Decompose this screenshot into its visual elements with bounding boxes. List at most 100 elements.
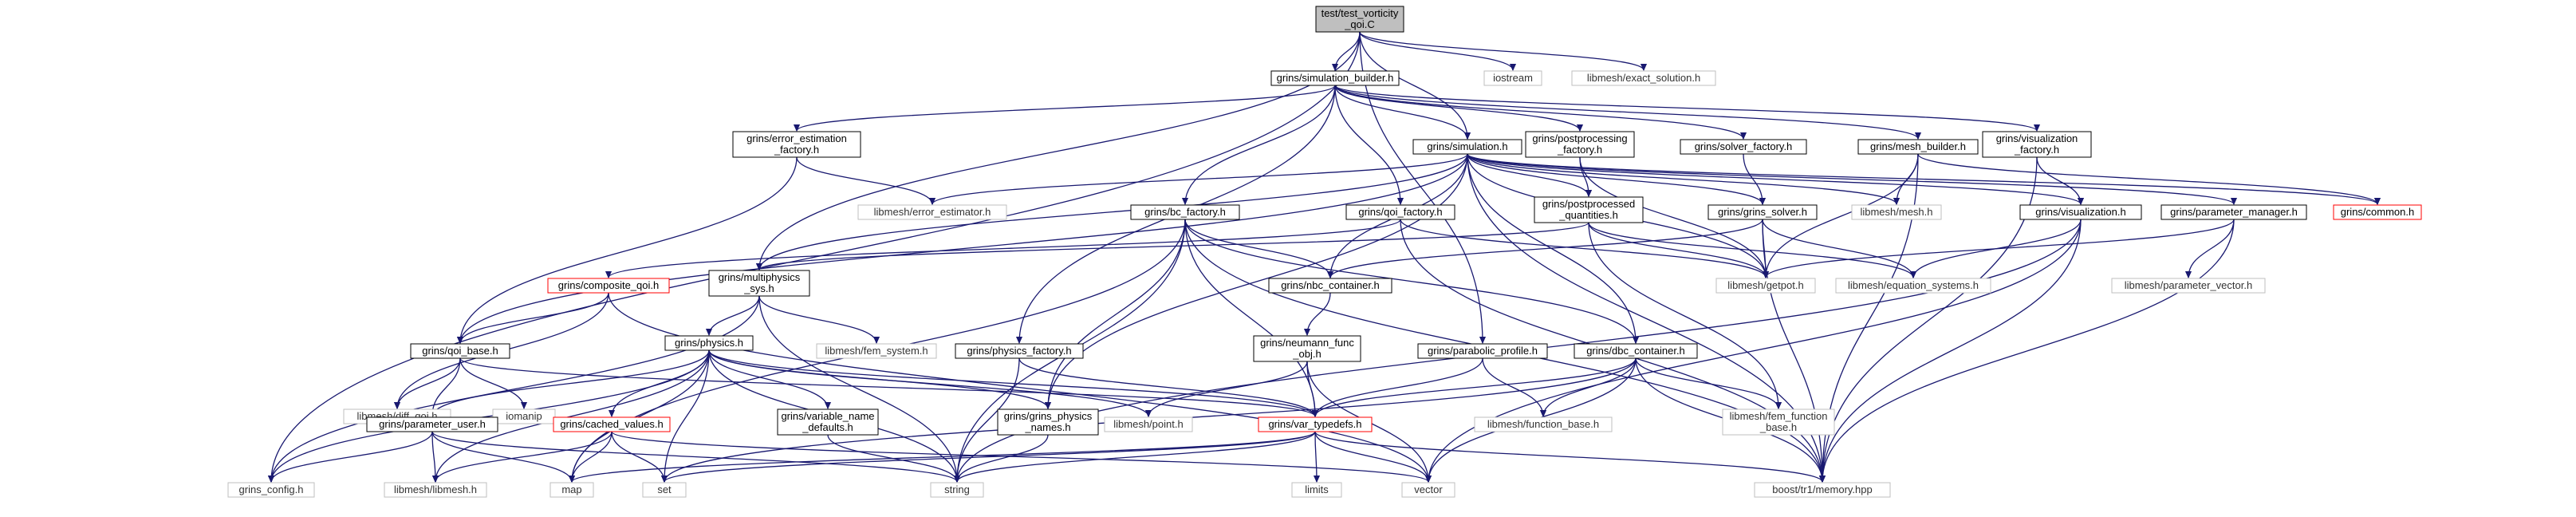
node-box bbox=[642, 482, 687, 498]
node-common[interactable]: grins/common.h bbox=[2333, 204, 2422, 220]
node-physics[interactable]: grins/physics.h bbox=[664, 335, 754, 351]
node-bc-factory[interactable]: grins/bc_factory.h bbox=[1130, 204, 1240, 220]
edge-vis_factory-to-visualization bbox=[2036, 156, 2081, 204]
edge-var_typedefs-to-limits bbox=[1315, 431, 1317, 482]
node-nbc-container[interactable]: grins/nbc_container.h bbox=[1268, 278, 1392, 294]
edge-simulation-to-param_manager bbox=[1467, 153, 2234, 204]
node-param-user[interactable]: grins/parameter_user.h bbox=[366, 416, 498, 432]
edge-postproc_quant-to-getpot bbox=[1588, 222, 1766, 278]
node-label: _obj.h bbox=[1292, 348, 1321, 360]
node-parabolic-profile[interactable]: grins/parabolic_profile.h bbox=[1417, 343, 1548, 359]
node-equation-systems: libmesh/equation_systems.h bbox=[1835, 278, 1991, 294]
node-grins-config: grins_config.h bbox=[227, 482, 315, 498]
node-err-est-factory[interactable]: grins/error_estimation_factory.h bbox=[732, 131, 861, 158]
node-visualization[interactable]: grins/visualization.h bbox=[2019, 204, 2142, 220]
node-label: grins/composite_qoi.h bbox=[558, 279, 659, 291]
edge-multiphysics-to-grins_config bbox=[271, 295, 760, 482]
node-box bbox=[1715, 278, 1816, 294]
node-box bbox=[732, 131, 861, 158]
edge-simulation-to-visualization bbox=[1467, 153, 2081, 204]
node-label: map bbox=[561, 483, 581, 495]
node-box bbox=[549, 482, 594, 498]
node-function-base: libmesh/function_base.h bbox=[1474, 416, 1613, 432]
node-label: grins_config.h bbox=[239, 483, 304, 495]
edge-grins_physics_names-to-string bbox=[957, 434, 1049, 482]
node-root[interactable]: test/test_vorticity_qoi.C bbox=[1315, 6, 1404, 33]
edge-physics-to-point bbox=[708, 349, 1148, 416]
node-iomanip: iomanip bbox=[492, 408, 556, 424]
node-label: libmesh/equation_systems.h bbox=[1848, 279, 1979, 291]
node-qoi-base[interactable]: grins/qoi_base.h bbox=[410, 343, 510, 359]
node-label: grins/postprocessed bbox=[1542, 198, 1635, 210]
node-box bbox=[1982, 131, 2092, 158]
edge-sim_builder-to-simulation bbox=[1334, 85, 1467, 139]
node-cached-values[interactable]: grins/cached_values.h bbox=[553, 416, 671, 432]
node-box bbox=[1680, 139, 1807, 155]
node-qoi-factory[interactable]: grins/qoi_factory.h bbox=[1345, 204, 1455, 220]
edge-dbc_container-to-var_typedefs bbox=[1315, 357, 1637, 416]
node-vector: vector bbox=[1401, 482, 1455, 498]
edge-cached_values-to-vector bbox=[611, 431, 1428, 482]
node-box bbox=[1835, 278, 1991, 294]
node-box bbox=[1315, 6, 1404, 33]
node-simulation[interactable]: grins/simulation.h bbox=[1412, 139, 1522, 155]
edge-physics-to-libmesh_h bbox=[435, 349, 710, 482]
edge-physics-to-var_name_defaults bbox=[708, 349, 828, 408]
node-postproc-factory[interactable]: grins/postprocessing_factory.h bbox=[1525, 131, 1635, 158]
edge-bc_factory-to-var_typedefs bbox=[1184, 219, 1315, 416]
node-parameter-vector: libmesh/parameter_vector.h bbox=[2111, 278, 2266, 294]
node-label: libmesh/error_estimator.h bbox=[874, 206, 991, 218]
node-vis-factory[interactable]: grins/visualization_factory.h bbox=[1982, 131, 2092, 158]
edge-var_typedefs-to-set bbox=[664, 431, 1316, 482]
edge-err_est_factory-to-error_estimator bbox=[796, 156, 932, 204]
node-label: grins/nbc_container.h bbox=[1281, 279, 1380, 291]
node-label: _sys.h bbox=[743, 282, 774, 294]
node-label: libmesh/fem_function bbox=[1730, 410, 1828, 422]
node-grins-solver[interactable]: grins/grins_solver.h bbox=[1707, 204, 1818, 220]
edge-root-to-exact_solution bbox=[1359, 31, 1644, 70]
node-composite-qoi[interactable]: grins/composite_qoi.h bbox=[547, 278, 670, 294]
node-box bbox=[1401, 482, 1455, 498]
node-solver-factory[interactable]: grins/solver_factory.h bbox=[1680, 139, 1807, 155]
node-postproc-quant[interactable]: grins/postprocessed_quantities.h bbox=[1534, 196, 1644, 223]
node-grins-physics-names[interactable]: grins/grins_physics_names.h bbox=[997, 408, 1099, 436]
node-label: grins/variable_name bbox=[781, 410, 874, 422]
edge-simulation-to-grins_solver bbox=[1467, 153, 1763, 204]
node-sim-builder[interactable]: grins/simulation_builder.h bbox=[1270, 70, 1400, 86]
node-box bbox=[997, 408, 1099, 436]
node-label: grins/multiphysics bbox=[719, 271, 801, 283]
node-multiphysics[interactable]: grins/multiphysics_sys.h bbox=[708, 270, 810, 297]
node-label: grins/physics_factory.h bbox=[967, 345, 1071, 357]
node-var-typedefs[interactable]: grins/var_typedefs.h bbox=[1258, 416, 1373, 432]
edge-qoi_base-to-param_user bbox=[432, 357, 461, 416]
node-var-name-defaults[interactable]: grins/variable_name_defaults.h bbox=[777, 408, 879, 436]
node-label: grins/simulation_builder.h bbox=[1277, 72, 1394, 84]
edge-mesh_builder-to-getpot bbox=[1766, 153, 1919, 278]
node-memory: boost/tr1/memory.hpp bbox=[1754, 482, 1891, 498]
node-label: _base.h bbox=[1759, 421, 1797, 433]
edge-simulation-to-mesh_h bbox=[1467, 153, 1897, 204]
node-label: grins/parabolic_profile.h bbox=[1428, 345, 1538, 357]
node-label: grins/bc_factory.h bbox=[1144, 206, 1226, 218]
node-dbc-container[interactable]: grins/dbc_container.h bbox=[1574, 343, 1698, 359]
node-param-manager[interactable]: grins/parameter_manager.h bbox=[2160, 204, 2307, 220]
node-mesh-builder[interactable]: grins/mesh_builder.h bbox=[1857, 139, 1979, 155]
node-physics-factory[interactable]: grins/physics_factory.h bbox=[955, 343, 1084, 359]
edge-qoi_factory-to-getpot bbox=[1400, 219, 1766, 278]
node-label: libmesh/point.h bbox=[1113, 418, 1183, 430]
node-box bbox=[547, 278, 670, 294]
node-box bbox=[1258, 416, 1373, 432]
node-box bbox=[930, 482, 984, 498]
node-box bbox=[857, 204, 1007, 220]
edge-sim_builder-to-mesh_builder bbox=[1334, 85, 1918, 139]
node-neumann-func[interactable]: grins/neumann_func_obj.h bbox=[1253, 335, 1361, 362]
dependency-edges bbox=[271, 31, 2377, 482]
node-label: grins/error_estimation bbox=[746, 132, 847, 144]
node-box bbox=[227, 482, 315, 498]
edge-cached_values-to-libmesh_h bbox=[435, 431, 612, 482]
node-label: libmesh/function_base.h bbox=[1487, 418, 1599, 430]
node-getpot: libmesh/getpot.h bbox=[1715, 278, 1816, 294]
edge-qoi_base-to-diff_qoi bbox=[397, 357, 461, 408]
edge-param_user-to-string bbox=[431, 431, 957, 482]
node-label: libmesh/exact_solution.h bbox=[1587, 72, 1700, 84]
